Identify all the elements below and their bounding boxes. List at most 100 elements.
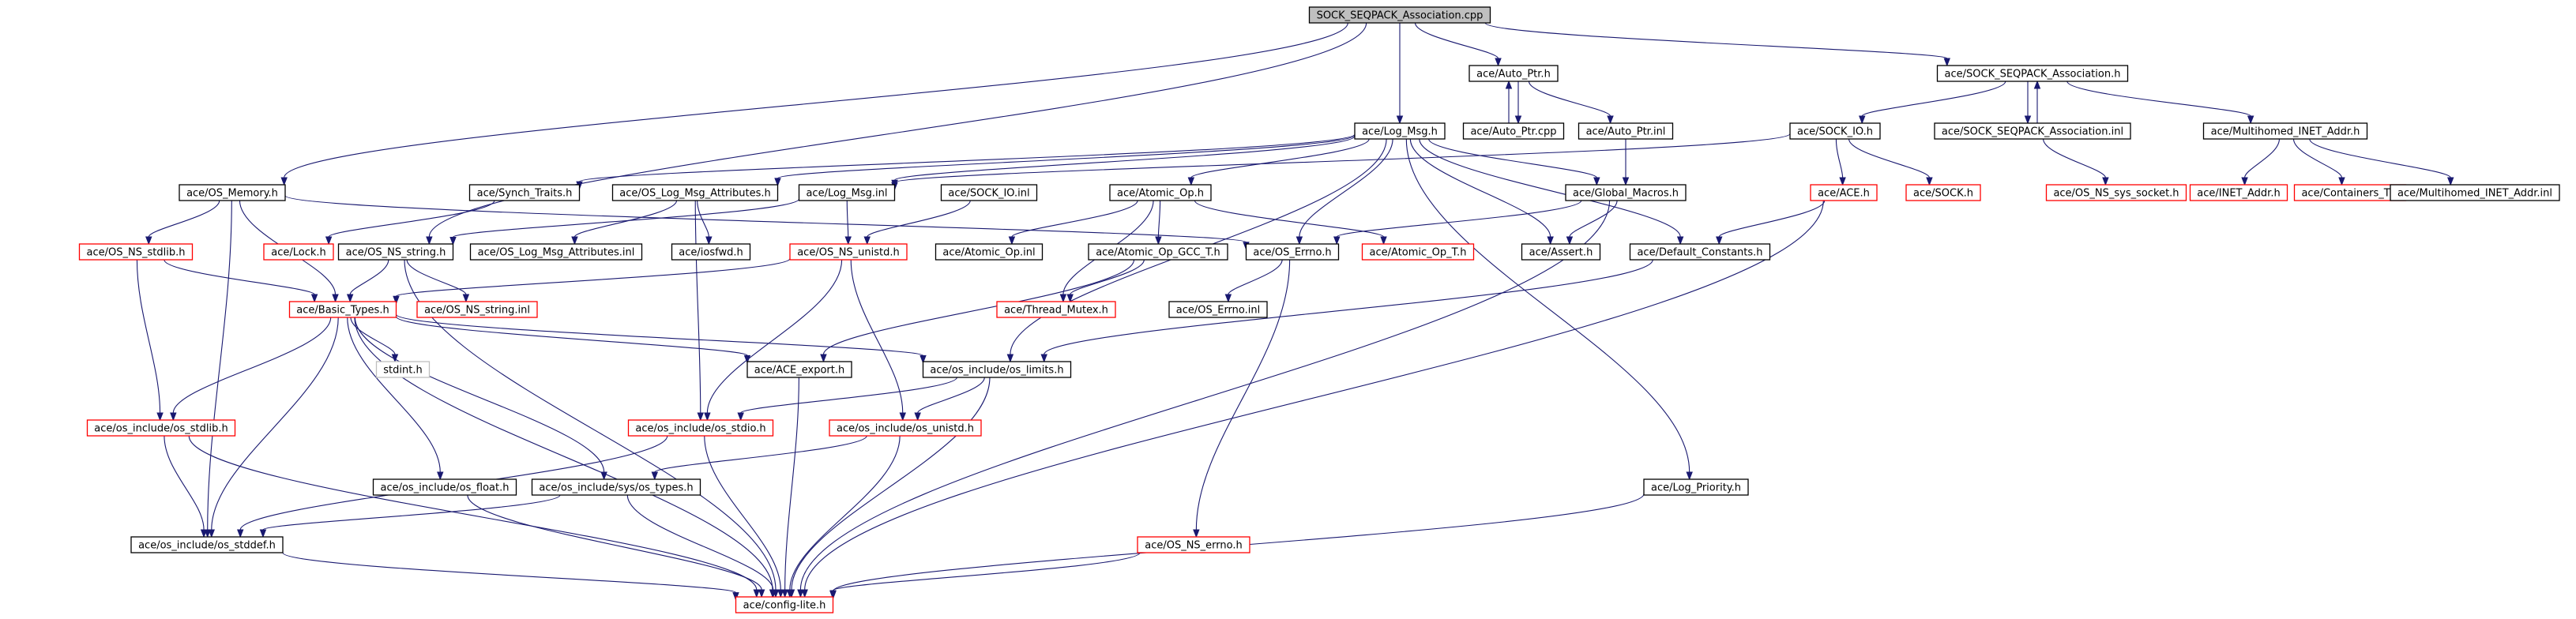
edge-global_macros_h-to-os_errno_h xyxy=(1333,200,1582,246)
node-label: ace/Containers_T.h xyxy=(2301,188,2398,200)
node-atomic-op-t-h[interactable]: ace/Atomic_Op_T.h xyxy=(1361,243,1475,261)
node-os-ns-sys-socket-h[interactable]: ace/OS_NS_sys_socket.h xyxy=(2045,184,2187,201)
node-label: ace/Auto_Ptr.cpp xyxy=(1470,126,1556,138)
edge-log_msg_h-to-default_constants_h xyxy=(1419,138,1684,246)
node-os-types-h[interactable]: ace/os_include/sys/os_types.h xyxy=(531,478,701,496)
node-label: ace/SOCK_SEQPACK_Association.inl xyxy=(1942,126,2123,138)
node-os-ns-stdlib-h[interactable]: ace/OS_NS_stdlib.h xyxy=(78,243,194,261)
edge-os_ns_unistd_h-to-os_unistd_h xyxy=(850,259,907,422)
edge-multihomed_h-to-containers_t_h xyxy=(2292,138,2345,186)
node-label: ace/os_include/sys/os_types.h xyxy=(539,482,693,494)
edge-log_msg_h-to-global_macros_h xyxy=(1428,138,1600,186)
edge-os_unistd_h-to-config_lite_h xyxy=(786,435,901,598)
node-default-constants-h[interactable]: ace/Default_Constants.h xyxy=(1629,243,1771,261)
node-os-limits-h[interactable]: ace/os_include/os_limits.h xyxy=(922,361,1072,378)
node-label: ace/OS_NS_string.h xyxy=(346,247,446,259)
node-synch-traits-h[interactable]: ace/Synch_Traits.h xyxy=(468,184,581,201)
node-iosfwd-h[interactable]: ace/iosfwd.h xyxy=(671,243,751,261)
node-label: ace/Atomic_Op_GCC_T.h xyxy=(1096,247,1220,259)
node-os-ns-errno-h[interactable]: ace/OS_NS_errno.h xyxy=(1137,536,1250,553)
node-os-memory-h[interactable]: ace/OS_Memory.h xyxy=(179,184,286,201)
edge-os_limits_h-to-config_lite_h xyxy=(788,377,991,598)
edge-default_constants_h-to-os_limits_h xyxy=(1040,259,1653,363)
node-multihomed-h[interactable]: ace/Multihomed_INET_Addr.h xyxy=(2202,122,2368,140)
node-thread-mutex-h[interactable]: ace/Thread_Mutex.h xyxy=(996,301,1116,318)
node-sock-seqpack-h[interactable]: ace/SOCK_SEQPACK_Association.h xyxy=(1936,65,2129,82)
edge-os_ns_stdlib_h-to-os_include_stdlib_h xyxy=(136,259,164,422)
edge-os_types_h-to-os_stddef_h xyxy=(259,494,561,538)
node-os-ns-unistd-h[interactable]: ace/OS_NS_unistd.h xyxy=(789,243,908,261)
edge-auto_ptr_h-to-auto_ptr_cpp xyxy=(1514,81,1522,125)
node-label: ace/SOCK_SEQPACK_Association.h xyxy=(1945,69,2121,81)
node-label: ace/OS_Log_Msg_Attributes.h xyxy=(619,188,770,200)
node-auto-ptr-cpp[interactable]: ace/Auto_Ptr.cpp xyxy=(1462,122,1565,140)
node-atomic-op-inl[interactable]: ace/Atomic_Op.inl xyxy=(935,243,1044,261)
edge-synch_traits_h-to-lock_h xyxy=(325,200,495,246)
edge-ace_h-to-default_constants_h xyxy=(1716,200,1826,246)
edge-sock_seqpack_inl-to-os_ns_sys_socket_h xyxy=(2043,138,2109,186)
node-os-log-msg-attr-h[interactable]: ace/OS_Log_Msg_Attributes.h xyxy=(611,184,779,201)
node-os-ns-string-inl[interactable]: ace/OS_NS_string.inl xyxy=(416,301,538,318)
edge-os_errno_h-to-os_errno_inl xyxy=(1224,259,1283,303)
node-label: ace/Multihomed_INET_Addr.h xyxy=(2211,126,2360,138)
node-inet-addr-h[interactable]: ace/INET_Addr.h xyxy=(2189,184,2288,201)
node-log-priority-h[interactable]: ace/Log_Priority.h xyxy=(1643,478,1749,496)
edge-os_limits_h-to-os_stdio_h xyxy=(737,377,957,422)
node-atomic-op-gcc-t-h[interactable]: ace/Atomic_Op_GCC_T.h xyxy=(1088,243,1228,261)
node-os-unistd-h[interactable]: ace/os_include/os_unistd.h xyxy=(829,419,982,437)
node-assert-h[interactable]: ace/Assert.h xyxy=(1521,243,1601,261)
edge-basic_types_h-to-os_stddef_h xyxy=(208,317,339,538)
node-os-errno-inl[interactable]: ace/OS_Errno.inl xyxy=(1168,301,1268,318)
edge-sock_seqpack_h-to-sock_seqpack_inl xyxy=(2024,81,2032,125)
node-os-stdio-h[interactable]: ace/os_include/os_stdio.h xyxy=(627,419,774,437)
node-label: ace/Assert.h xyxy=(1529,247,1593,259)
node-sock-io-h[interactable]: ace/SOCK_IO.h xyxy=(1789,122,1881,140)
node-ace-export-h[interactable]: ace/ACE_export.h xyxy=(746,361,852,378)
node-lock-h[interactable]: ace/Lock.h xyxy=(263,243,334,261)
node-global-macros-h[interactable]: ace/Global_Macros.h xyxy=(1565,184,1687,201)
node-os-errno-h[interactable]: ace/OS_Errno.h xyxy=(1245,243,1340,261)
node-os-float-h[interactable]: ace/os_include/os_float.h xyxy=(372,478,517,496)
edge-log_msg_h-to-atomic_op_h xyxy=(1187,138,1370,186)
node-label: ace/OS_Log_Msg_Attributes.inl xyxy=(478,247,635,259)
node-os-log-msg-attr-inl[interactable]: ace/OS_Log_Msg_Attributes.inl xyxy=(469,243,643,261)
node-multihomed-inl[interactable]: ace/Multihomed_INET_Addr.inl xyxy=(2390,184,2560,201)
edge-os_memory_h-to-os_ns_stdlib_h xyxy=(145,200,220,246)
node-sock-seqpack-inl[interactable]: ace/SOCK_SEQPACK_Association.inl xyxy=(1934,122,2131,140)
edge-sock_seqpack_h-to-sock_io_h xyxy=(1859,81,2006,125)
node-os-ns-string-h[interactable]: ace/OS_NS_string.h xyxy=(337,243,454,261)
node-sock-io-inl[interactable]: ace/SOCK_IO.inl xyxy=(940,184,1038,201)
node-containers-t-h[interactable]: ace/Containers_T.h xyxy=(2293,184,2407,201)
node-os-stddef-h[interactable]: ace/os_include/os_stddef.h xyxy=(130,536,284,553)
node-ace-h[interactable]: ace/ACE.h xyxy=(1810,184,1878,201)
edge-atomic_op_gcc_t_h-to-thread_mutex_h xyxy=(1066,259,1145,303)
node-label: ace/Log_Msg.inl xyxy=(806,188,887,200)
edge-log_msg_inl-to-os_ns_unistd_h xyxy=(844,200,852,246)
edge-auto_ptr_inl-to-global_macros_h xyxy=(1622,139,1630,186)
edge-auto_ptr_h-to-auto_ptr_inl xyxy=(1528,81,1614,125)
node-label: ace/os_include/os_stdlib.h xyxy=(94,423,228,435)
edge-global_macros_h-to-assert_h xyxy=(1566,200,1618,246)
edge-root-to-sock_seqpack_h xyxy=(1484,22,1950,67)
edge-os_log_msg_attr_h-to-iosfwd_h xyxy=(697,200,713,246)
edge-sock_seqpack_h-to-multihomed_h xyxy=(2066,81,2254,125)
node-auto-ptr-h[interactable]: ace/Auto_Ptr.h xyxy=(1469,65,1559,82)
edge-os_ns_stdlib_h-to-basic_types_h xyxy=(164,259,318,303)
edge-log_msg_h-to-os_log_msg_attr_h xyxy=(774,134,1356,187)
node-log-msg-inl[interactable]: ace/Log_Msg.inl xyxy=(798,184,896,201)
node-auto-ptr-inl[interactable]: ace/Auto_Ptr.inl xyxy=(1578,122,1674,140)
edge-os_stdio_h-to-config_lite_h xyxy=(704,435,784,598)
node-sock-h[interactable]: ace/SOCK.h xyxy=(1905,184,1981,201)
edge-os_log_msg_attr_h-to-os_log_msg_attr_inl xyxy=(571,200,678,246)
node-label: ace/os_include/os_float.h xyxy=(380,482,509,494)
edge-os_unistd_h-to-os_types_h xyxy=(651,435,867,481)
node-basic-types-h[interactable]: ace/Basic_Types.h xyxy=(288,301,397,318)
node-config-lite-h[interactable]: ace/config-lite.h xyxy=(735,596,834,613)
node-label: ace/Thread_Mutex.h xyxy=(1004,305,1108,317)
node-os-include-stdlib-h[interactable]: ace/os_include/os_stdlib.h xyxy=(86,419,236,437)
edge-ace_h-to-config_lite_h xyxy=(801,200,1824,598)
edges-layer xyxy=(136,22,2454,601)
node-log-msg-h[interactable]: ace/Log_Msg.h xyxy=(1354,122,1446,140)
node-atomic-op-h[interactable]: ace/Atomic_Op.h xyxy=(1109,184,1212,201)
edge-log_msg_h-to-synch_traits_h xyxy=(576,133,1356,190)
